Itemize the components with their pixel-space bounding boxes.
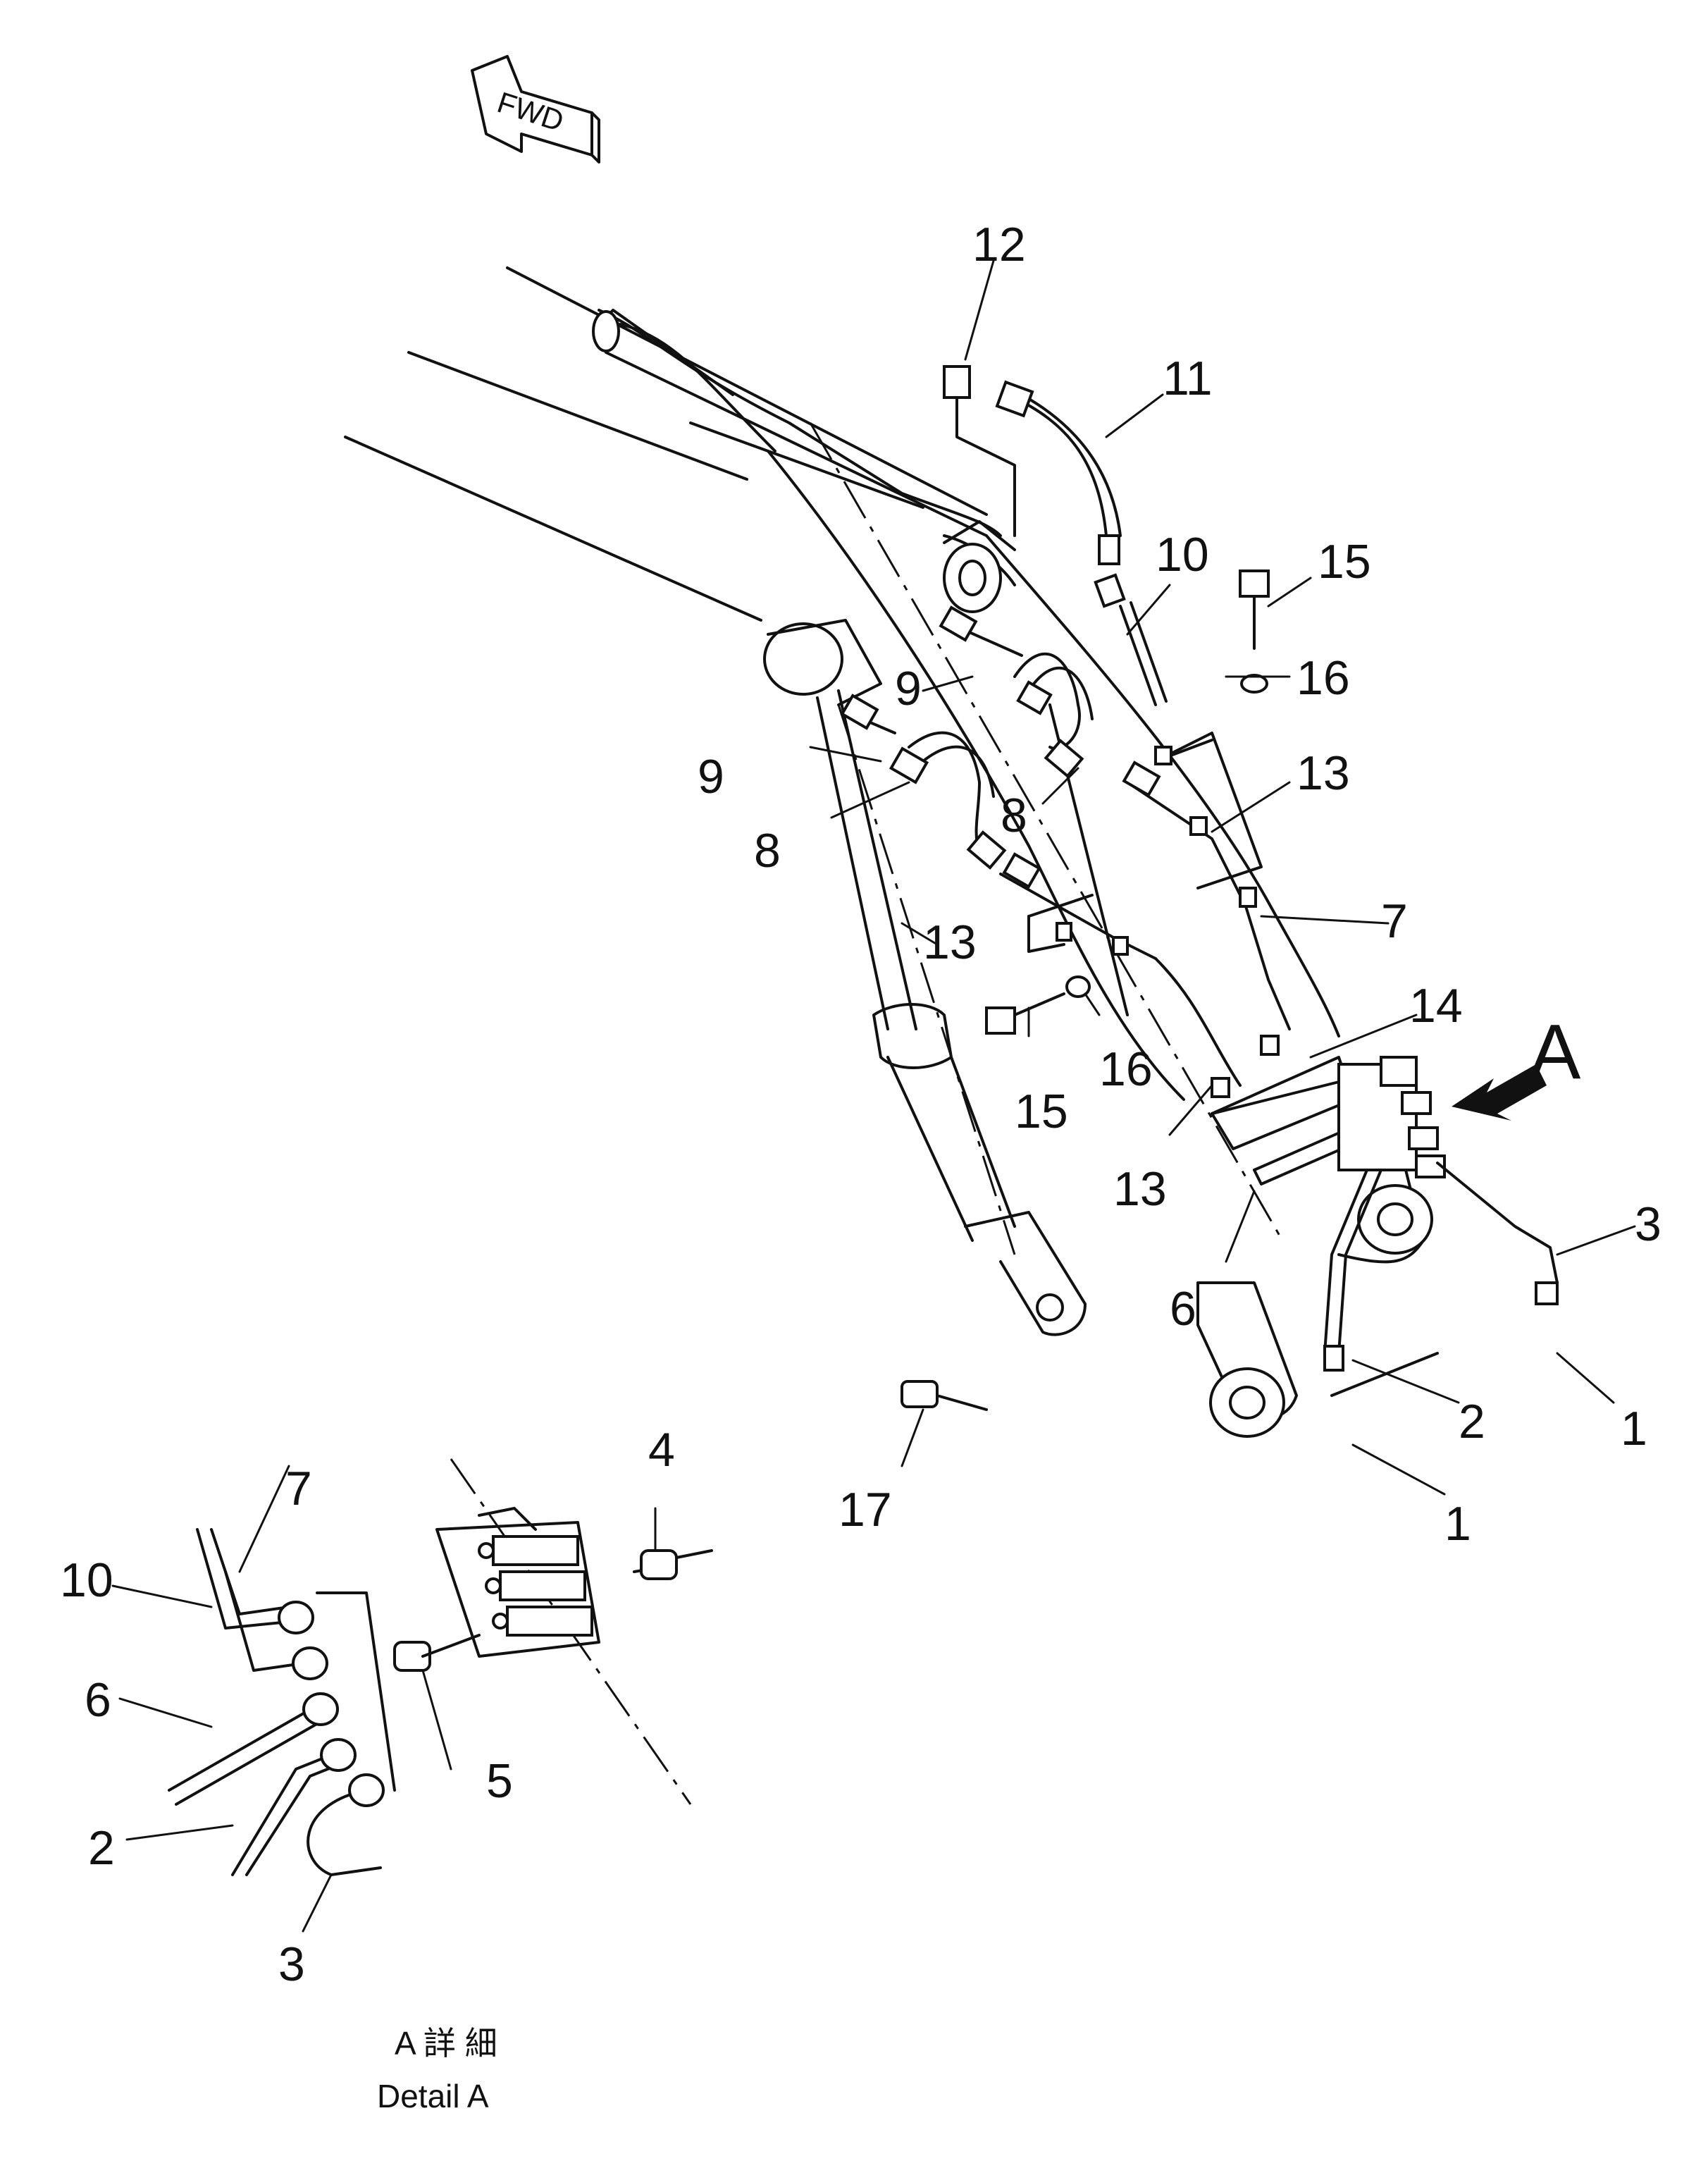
callout-8-left: 8 (754, 824, 781, 877)
callout-4: 4 (648, 1423, 675, 1477)
callout-3-main: 3 (1635, 1197, 1661, 1251)
callout-11: 11 (1163, 352, 1213, 405)
callout-9-upper: 9 (895, 662, 922, 715)
upper-cylinder (592, 309, 1016, 613)
callout-1-lower: 1 (1444, 1497, 1471, 1551)
hoses (840, 365, 1291, 1087)
callout-13-mid: 13 (923, 916, 977, 969)
fwd-arrow-icon: FWD (471, 55, 600, 164)
callout-5: 5 (486, 1754, 513, 1808)
leader-lines (111, 259, 1636, 1933)
detail-a-marker: A (1529, 1009, 1581, 1095)
callout-13-top: 13 (1297, 746, 1350, 800)
callout-labels: 12 11 10 15 16 9 9 8 8 13 7 13 14 A 16 1… (60, 218, 1661, 1991)
clamps (1027, 732, 1280, 1098)
callout-12: 12 (972, 218, 1026, 271)
callout-9-lower: 9 (698, 750, 724, 803)
detail-a-arrow-icon (1452, 1064, 1547, 1121)
callout-10-detail: 10 (60, 1553, 113, 1607)
arm-bracket (1196, 1070, 1439, 1438)
callout-8-right: 8 (1001, 789, 1027, 842)
callout-3-detail: 3 (278, 1938, 305, 1991)
bolts (985, 569, 1270, 1035)
callout-16-top: 16 (1297, 651, 1350, 705)
detail-a (168, 1458, 713, 1876)
callout-17: 17 (838, 1483, 892, 1536)
callout-6-main: 6 (1170, 1282, 1196, 1336)
callout-2-main: 2 (1459, 1395, 1485, 1448)
grease-nipple-17 (901, 1380, 988, 1411)
callout-7-main: 7 (1381, 894, 1408, 948)
callout-13-low: 13 (1113, 1162, 1167, 1216)
callout-15-mid: 15 (1015, 1085, 1068, 1138)
callout-2-detail: 2 (88, 1821, 115, 1875)
arm-structure (344, 266, 1340, 1241)
manifold-block (1211, 1056, 1559, 1372)
callout-7-detail: 7 (285, 1462, 312, 1515)
detail-caption-jp: A 詳 細 (395, 2025, 497, 2062)
callout-15-top: 15 (1318, 535, 1371, 589)
callout-1-right: 1 (1621, 1402, 1647, 1455)
detail-caption-en: Detail A (377, 2078, 489, 2114)
callout-6-detail: 6 (85, 1673, 111, 1727)
bucket-cylinder (763, 619, 1087, 1336)
callout-16-mid: 16 (1099, 1042, 1153, 1096)
callout-14: 14 (1409, 979, 1463, 1033)
elbow-fitting-12 (943, 365, 971, 399)
callout-10-top: 10 (1156, 528, 1209, 581)
